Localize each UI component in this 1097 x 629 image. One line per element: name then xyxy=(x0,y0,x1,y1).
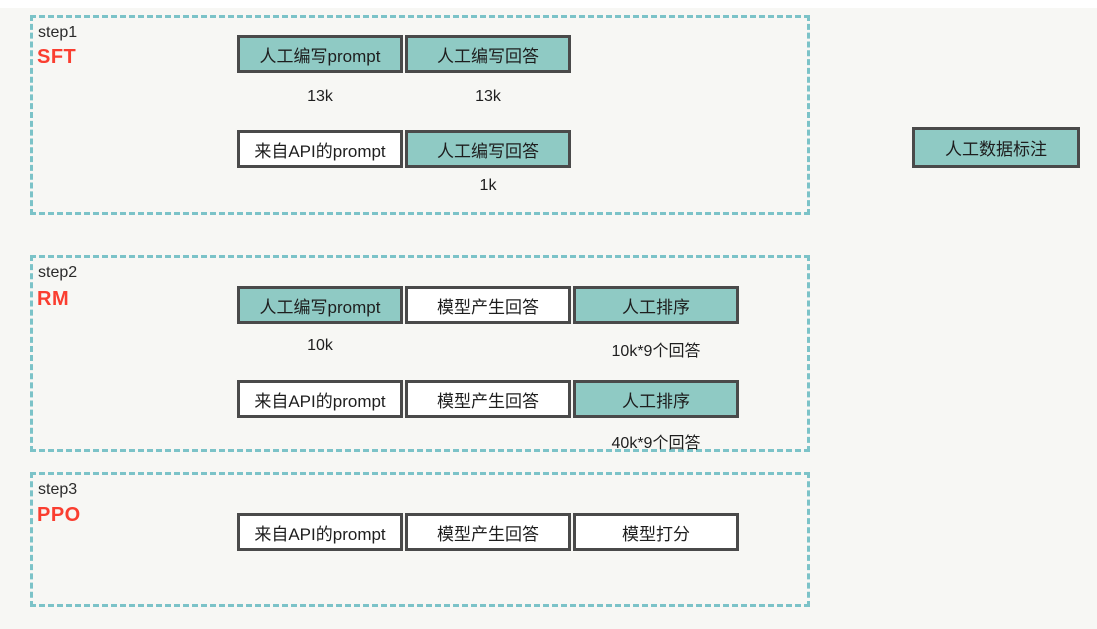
api-prompt-box: 来自API的prompt xyxy=(237,380,403,418)
step3-section xyxy=(30,472,810,607)
api-prompt-box: 来自API的prompt xyxy=(237,513,403,551)
page-top-strip xyxy=(0,0,1097,8)
step2-section xyxy=(30,255,810,452)
human-ranking-box: 人工排序 xyxy=(573,380,739,418)
step2-label: step2 xyxy=(38,264,78,281)
count-caption-40kx9: 40k*9个回答 xyxy=(611,435,701,452)
step3-sublabel-ppo: PPO xyxy=(37,504,81,526)
model-answer-box: 模型产生回答 xyxy=(405,513,571,551)
count-caption-10k: 10k xyxy=(307,337,333,354)
model-answer-box: 模型产生回答 xyxy=(405,380,571,418)
step1-section xyxy=(30,15,810,215)
human-ranking-box: 人工排序 xyxy=(573,286,739,324)
count-caption-10kx9: 10k*9个回答 xyxy=(611,343,701,360)
step3-label: step3 xyxy=(38,481,78,498)
human-prompt-box: 人工编写prompt xyxy=(237,286,403,324)
human-answer-box: 人工编写回答 xyxy=(405,35,571,73)
count-caption-1k: 1k xyxy=(479,177,497,194)
step1-sublabel-sft: SFT xyxy=(37,46,77,68)
api-prompt-box: 来自API的prompt xyxy=(237,130,403,168)
human-answer-box: 人工编写回答 xyxy=(405,130,571,168)
human-prompt-box: 人工编写prompt xyxy=(237,35,403,73)
count-caption-13k: 13k xyxy=(475,88,501,105)
human-annotation-box: 人工数据标注 xyxy=(912,127,1080,168)
step1-label: step1 xyxy=(38,24,78,41)
model-score-box: 模型打分 xyxy=(573,513,739,551)
count-caption-13k: 13k xyxy=(307,88,333,105)
model-answer-box: 模型产生回答 xyxy=(405,286,571,324)
step2-sublabel-rm: RM xyxy=(37,288,70,310)
